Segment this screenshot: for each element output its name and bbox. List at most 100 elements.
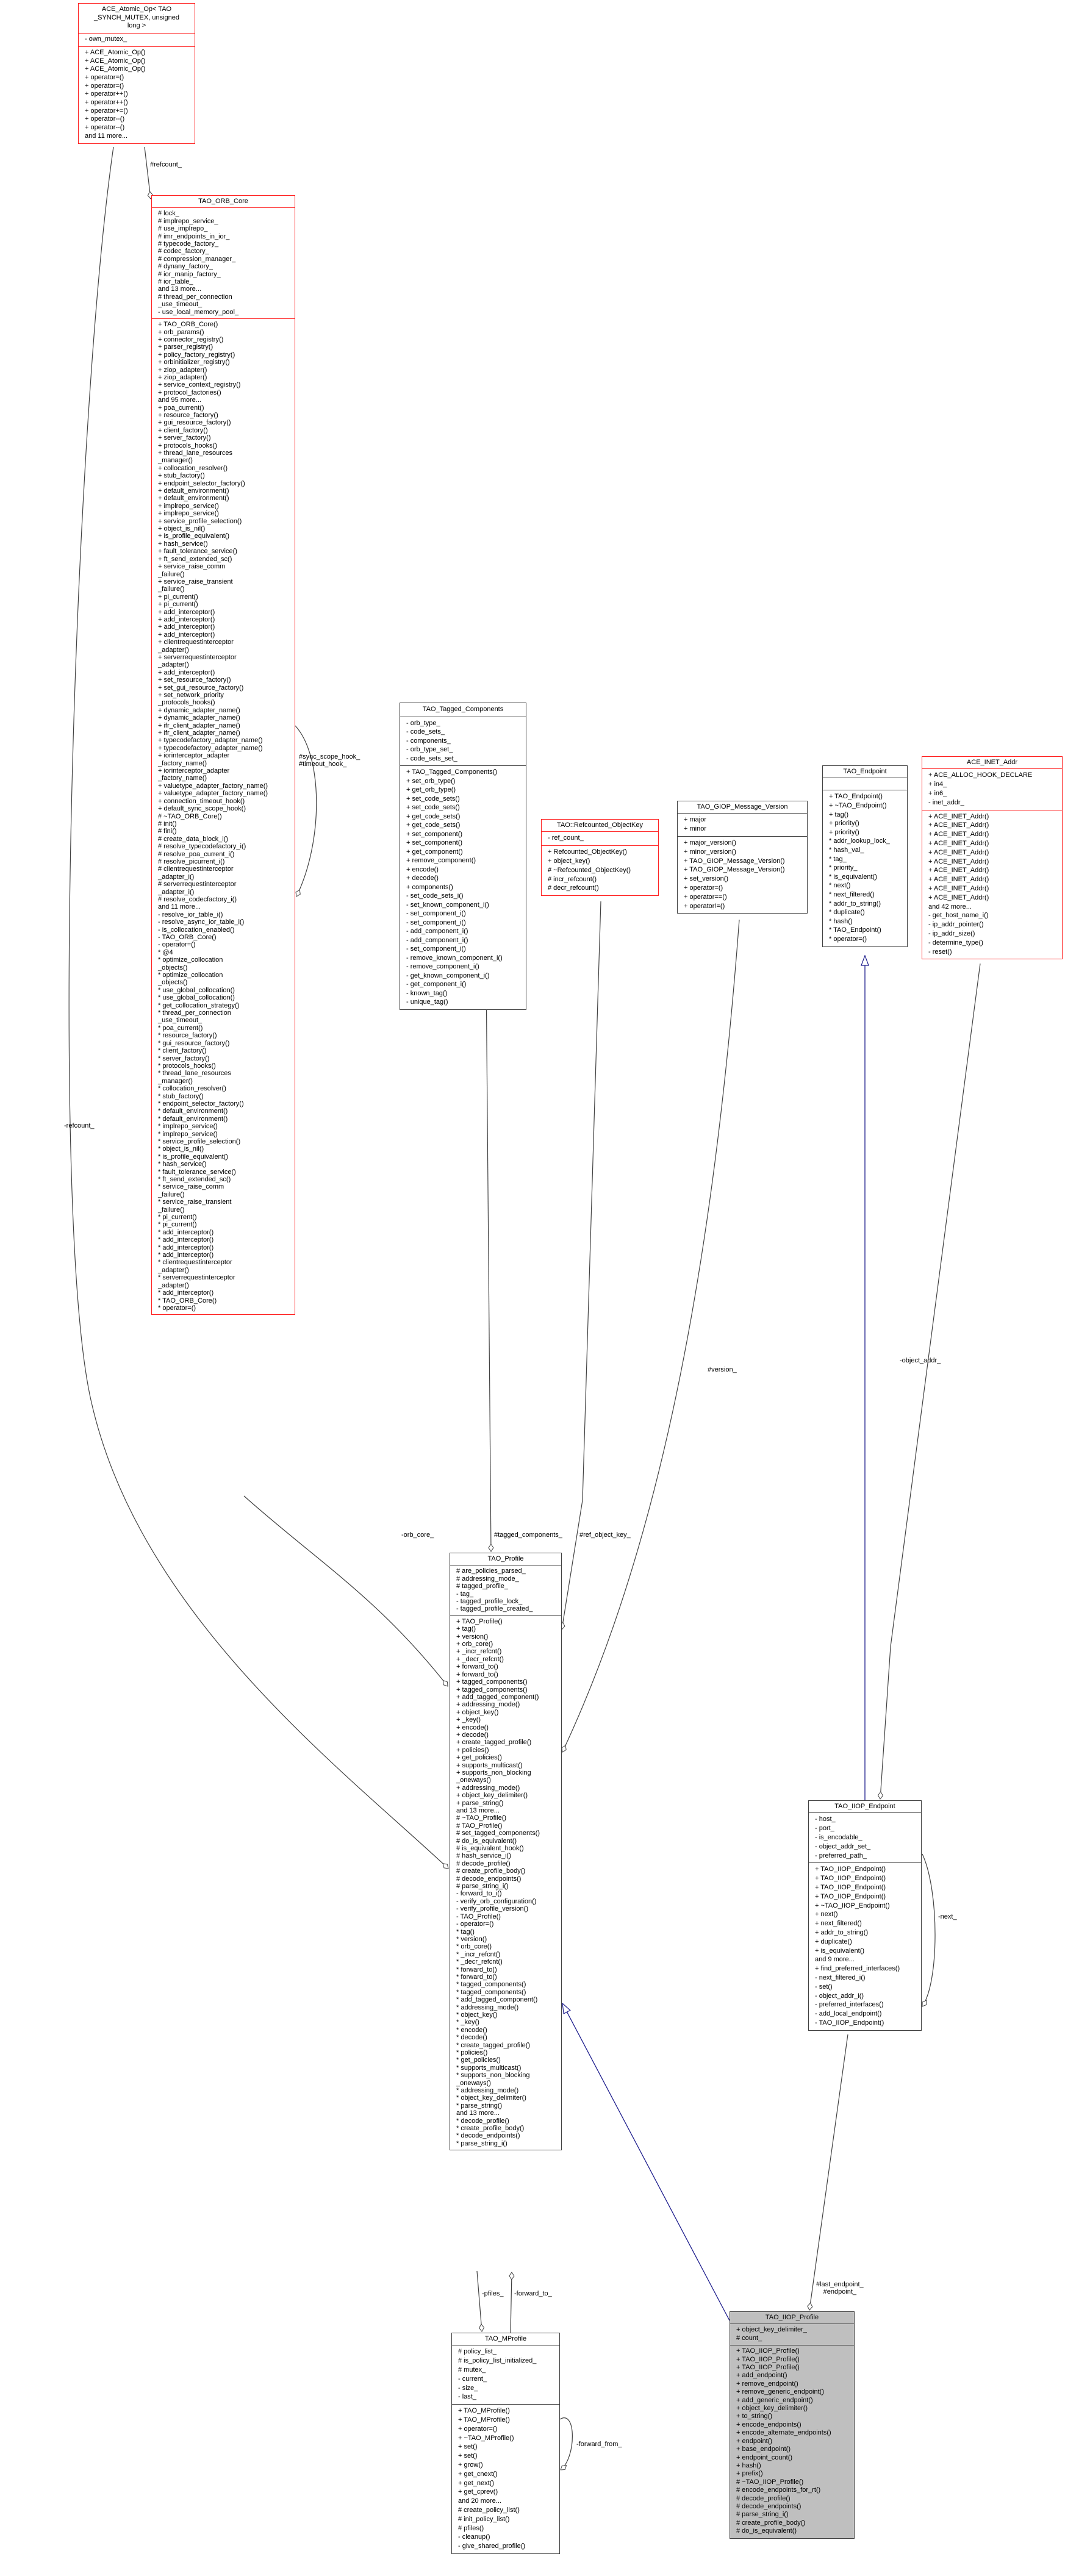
method-item: # decr_refcount()	[548, 884, 599, 892]
method-item: + priority()	[829, 828, 859, 836]
method-item: + ACE_INET_Addr()	[928, 839, 989, 847]
class-box-endpoint[interactable]: TAO_Endpoint+ TAO_Endpoint()+ ~TAO_Endpo…	[822, 765, 908, 947]
method-item: + stub_factory()	[158, 472, 205, 480]
method-item: * encode()	[456, 2026, 487, 2034]
method-item: * service_raise_comm _failure()	[158, 1183, 224, 1198]
method-item: # serverrequestinterceptor _adapter_i()	[158, 881, 237, 896]
method-item: + implrepo_service()	[158, 502, 219, 510]
method-item: + TAO_IIOP_Endpoint()	[815, 1883, 886, 1891]
method-item: and 95 more...	[158, 396, 201, 404]
method-item: + TAO_GIOP_Message_Version()	[684, 866, 785, 874]
method-item: + service_raise_transient _failure()	[158, 578, 233, 593]
method-item: - object_addr_i()	[815, 1992, 864, 2000]
method-list: + TAO_MProfile()+ TAO_MProfile()+ operat…	[452, 2404, 559, 2553]
attribute-item: - components_	[406, 737, 451, 745]
method-item: * _incr_refcnt()	[456, 1950, 501, 1958]
method-item: * use_global_collocation()	[158, 994, 235, 1002]
method-item: + serverrequestinterceptor _adapter()	[158, 653, 237, 669]
method-item: + add_interceptor()	[158, 608, 215, 616]
class-box-mprofile[interactable]: TAO_MProfile# policy_list_# is_policy_li…	[451, 2333, 560, 2554]
method-item: * default_environment()	[158, 1107, 228, 1115]
attribute-item: - orb_type_set_	[406, 746, 453, 753]
attribute-list: - host_- port_- is_encodable_- object_ad…	[809, 1812, 921, 1862]
class-box-orbcore[interactable]: TAO_ORB_Core# lock_# implrepo_service_# …	[151, 195, 295, 1315]
method-item: + addressing_mode()	[456, 1784, 520, 1792]
method-item: + get_cnext()	[458, 2470, 498, 2478]
method-item: # create_data_block_i()	[158, 835, 228, 843]
method-item: + service_context_registry()	[158, 381, 241, 389]
method-item: + gui_resource_factory()	[158, 419, 231, 427]
method-item: + ACE_Atomic_Op()	[85, 65, 146, 73]
method-item: * optimize_collocation _objects()	[158, 971, 223, 987]
method-item: + policy_factory_registry()	[158, 351, 235, 359]
class-box-iiopprofile[interactable]: TAO_IIOP_Profile+ object_key_delimiter_#…	[730, 2311, 855, 2539]
attribute-item: # typecode_factory_	[158, 240, 219, 248]
attribute-item: # is_policy_list_initialized_	[458, 2357, 537, 2365]
edge-label-next: -next_	[938, 1913, 957, 1920]
class-box-refkey[interactable]: TAO::Refcounted_ObjectKey- ref_count_+ R…	[541, 819, 659, 896]
attribute-item: - is_encodable_	[815, 1834, 862, 1841]
method-item: + typecodefactory_adapter_name()	[158, 744, 263, 752]
method-item: + ACE_INET_Addr()	[928, 812, 989, 820]
method-item: + orbinitializer_registry()	[158, 359, 230, 367]
method-item: + thread_lane_resources _manager()	[158, 449, 232, 465]
method-item: * add_interceptor()	[158, 1228, 214, 1236]
method-item: + typecodefactory_adapter_name()	[158, 737, 263, 745]
method-item: * supports_non_blocking _oneways()	[456, 2072, 530, 2087]
method-item: + dynamic_adapter_name()	[158, 706, 240, 714]
method-item: * add_interceptor()	[158, 1243, 214, 1251]
method-item: # decode_endpoints()	[736, 2502, 801, 2510]
method-item: + default_environment()	[158, 495, 229, 503]
method-item: # decode_profile()	[736, 2494, 791, 2502]
edge-object-addr	[877, 963, 981, 1800]
attribute-item: - port_	[815, 1825, 834, 1833]
attribute-item: - host_	[815, 1816, 836, 1823]
method-item: - set_known_component_i()	[406, 901, 489, 909]
method-item: + ACE_INET_Addr()	[928, 867, 989, 875]
method-item: + TAO_Tagged_Components()	[406, 768, 498, 776]
method-item: + ACE_INET_Addr()	[928, 893, 989, 901]
attribute-item: # compression_manager_	[158, 255, 236, 263]
method-list: + TAO_Tagged_Components()+ set_orb_type(…	[400, 765, 526, 1009]
method-item: * poa_current()	[158, 1024, 203, 1032]
method-item: # init_policy_list()	[458, 2515, 510, 2523]
method-item: + iorinterceptor_adapter _factory_name()	[158, 752, 230, 767]
method-item: * get_collocation_strategy()	[158, 1001, 240, 1009]
edge-forward-from-loop	[559, 2417, 573, 2470]
method-item: * collocation_resolver()	[158, 1085, 226, 1093]
method-item: + operator=()	[684, 884, 723, 892]
method-item: + hash()	[736, 2461, 761, 2469]
method-item: * gui_resource_factory()	[158, 1039, 230, 1047]
method-item: - set_code_sets_i()	[406, 892, 464, 900]
method-item: * decode_endpoints()	[456, 2132, 520, 2140]
edge-label-object-addr: -object_addr_	[900, 1357, 941, 1364]
method-item: and 11 more...	[158, 903, 201, 911]
method-item: + ACE_INET_Addr()	[928, 884, 989, 892]
method-item: + get_policies()	[456, 1754, 502, 1762]
attribute-item: + ACE_ALLOC_HOOK_DECLARE	[928, 771, 1033, 779]
edge-version	[561, 919, 740, 1753]
class-box-iiopep[interactable]: TAO_IIOP_Endpoint- host_- port_- is_enco…	[808, 1800, 922, 2031]
class-box-profile[interactable]: TAO_Profile# are_policies_parsed_# addre…	[450, 1553, 562, 2151]
method-item: - verify_orb_configuration()	[456, 1897, 537, 1905]
class-box-inet[interactable]: ACE_INET_Addr+ ACE_ALLOC_HOOK_DECLARE+ i…	[922, 756, 1063, 960]
method-item: * implrepo_service()	[158, 1130, 218, 1138]
method-item: + get_code_sets()	[406, 821, 461, 829]
method-item: # parse_string_i()	[456, 1883, 509, 1891]
method-item: # TAO_Profile()	[456, 1822, 503, 1830]
method-item: + hash_service()	[158, 540, 208, 548]
class-box-giop[interactable]: TAO_GIOP_Message_Version+ major+ minor+ …	[677, 801, 808, 914]
method-item: * is_equivalent()	[829, 873, 877, 881]
class-box-tagged[interactable]: TAO_Tagged_Components- orb_type_- code_s…	[400, 703, 526, 1010]
attribute-item: + minor	[684, 825, 706, 833]
attribute-item: # thread_per_connection _use_timeout_	[158, 293, 232, 309]
method-item: - resolve_ior_table_i()	[158, 911, 223, 918]
method-item: - set_component_i()	[406, 945, 466, 953]
method-item: - get_known_component_i()	[406, 971, 490, 979]
method-item: * hash_service()	[158, 1161, 207, 1168]
method-item: # do_is_equivalent()	[456, 1837, 517, 1845]
attribute-item: # tagged_profile_	[456, 1583, 509, 1590]
class-box-atomic[interactable]: ACE_Atomic_Op< TAO _SYNCH_MUTEX, unsigne…	[78, 3, 195, 144]
method-item: * addr_to_string()	[829, 900, 881, 907]
method-item: + _decr_refcnt()	[456, 1655, 504, 1663]
